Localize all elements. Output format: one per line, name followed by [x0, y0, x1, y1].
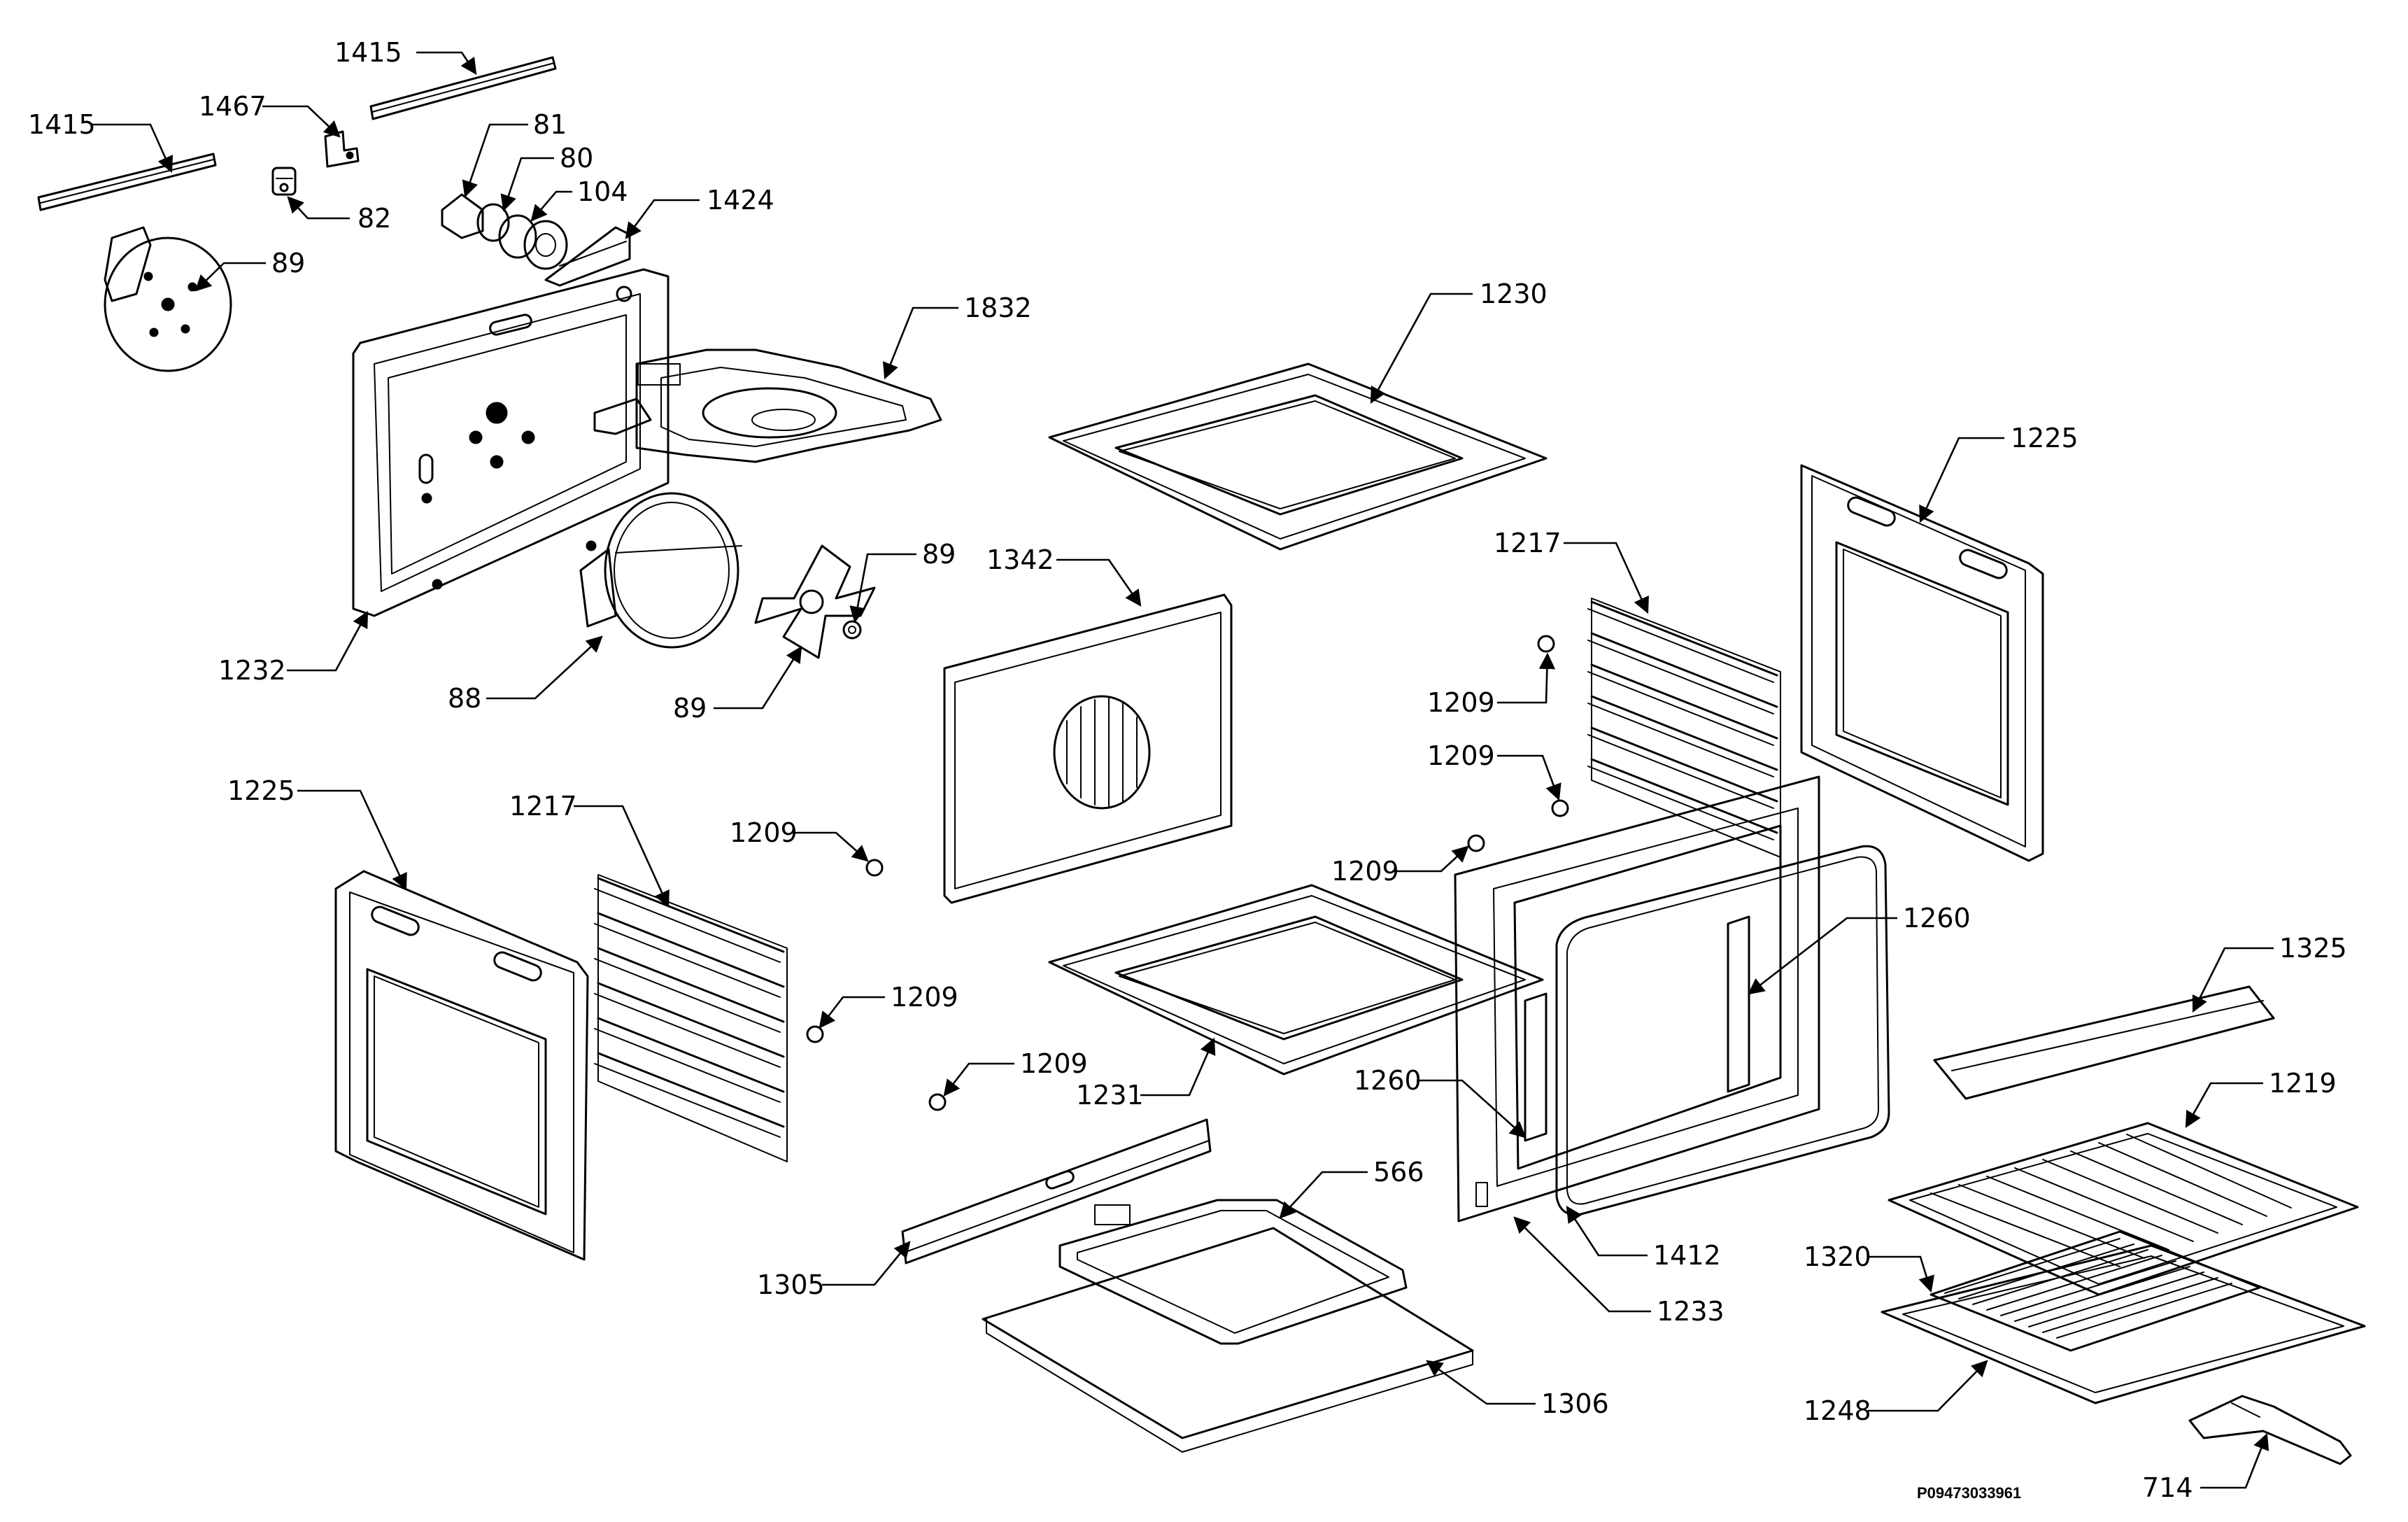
callout-1260-b: 1260 [1354, 1065, 1422, 1096]
callout-1415-b: 1415 [334, 37, 402, 68]
callout-1832: 1832 [964, 293, 1032, 323]
callout-1231: 1231 [1076, 1080, 1144, 1111]
leader-lines [91, 51, 2274, 1489]
callout-89-a: 89 [271, 248, 305, 279]
rail-strip-top-drawing [369, 56, 557, 120]
fan-cover-panel-drawing [943, 593, 1233, 904]
base-plate-drawing [982, 1227, 1474, 1453]
callout-1233: 1233 [1657, 1296, 1724, 1327]
wire-shelf-drawing [1888, 1122, 2359, 1296]
shelf-runner-left-drawing [594, 874, 788, 1162]
callout-1217-a: 1217 [1494, 528, 1561, 558]
callout-1320: 1320 [1804, 1241, 1871, 1272]
callout-1260-a: 1260 [1903, 903, 1971, 933]
back-panel-drawing [352, 268, 670, 617]
callout-labels: 1415 1415 1467 82 81 80 104 1424 89 1832… [28, 37, 2347, 1503]
bottom-panel-drawing [1048, 884, 1544, 1076]
callout-80: 80 [560, 143, 593, 174]
tray-handle-drawing [2188, 1395, 2352, 1465]
ring-element-drawing [579, 492, 742, 649]
hinge-block-drawings [1524, 915, 1750, 1142]
callout-1209-a: 1209 [1427, 687, 1495, 718]
callout-1209-c: 1209 [730, 817, 798, 848]
callout-1467: 1467 [199, 91, 267, 122]
fan-blade-drawing [754, 544, 876, 659]
callout-1209-b: 1209 [1427, 740, 1495, 771]
grill-element-drawing [593, 348, 942, 463]
callout-1209-e: 1209 [891, 982, 958, 1013]
side-panel-right-drawing [1800, 464, 2044, 862]
baking-tray-drawing [1881, 1244, 2366, 1404]
top-panel-drawing [1048, 362, 1548, 551]
callout-1342: 1342 [986, 544, 1054, 575]
front-strip-drawing [1933, 985, 2275, 1100]
rail-strip-left-drawing [37, 153, 217, 211]
callout-1306: 1306 [1541, 1388, 1609, 1419]
callout-81: 81 [533, 109, 567, 140]
callout-1217-b: 1217 [509, 791, 577, 822]
callout-88: 88 [448, 683, 481, 714]
callout-1209-d: 1209 [1331, 856, 1399, 887]
fan-nut-drawing [842, 620, 862, 640]
callout-1225-b: 1225 [227, 775, 295, 806]
front-frame-drawing [1454, 775, 1820, 1222]
grill-rack-drawing [1929, 1230, 2261, 1352]
small-bracket-drawing [324, 130, 360, 168]
callout-1219: 1219 [2269, 1068, 2337, 1099]
thermostat-switch-drawing [271, 167, 297, 196]
callout-89-c: 89 [673, 693, 707, 724]
callout-566: 566 [1373, 1157, 1424, 1188]
callout-1325: 1325 [2279, 933, 2347, 964]
cover-bracket-drawing [544, 226, 631, 287]
callout-1305: 1305 [757, 1269, 825, 1300]
callout-89-b: 89 [922, 539, 956, 570]
drawing-number: P09473033961 [1917, 1484, 2021, 1502]
callout-104: 104 [577, 176, 628, 207]
callout-714: 714 [2142, 1472, 2193, 1503]
fan-motor-drawing [104, 226, 232, 372]
callout-1209-f: 1209 [1020, 1048, 1088, 1079]
callout-1415-a: 1415 [28, 109, 96, 140]
side-panel-left-drawing [334, 870, 589, 1261]
callout-1230: 1230 [1480, 279, 1548, 309]
callout-82: 82 [357, 203, 391, 234]
rear-strip-drawing [901, 1118, 1212, 1264]
callout-1225-a: 1225 [2011, 423, 2078, 453]
bottom-element-drawing [1058, 1199, 1408, 1345]
callout-1412: 1412 [1653, 1240, 1721, 1271]
callout-1248: 1248 [1804, 1395, 1871, 1426]
door-seal-drawing [1555, 845, 1890, 1216]
callout-1232: 1232 [218, 655, 286, 686]
callout-1424: 1424 [707, 185, 774, 216]
shelf-runner-right-drawing [1587, 598, 1781, 858]
